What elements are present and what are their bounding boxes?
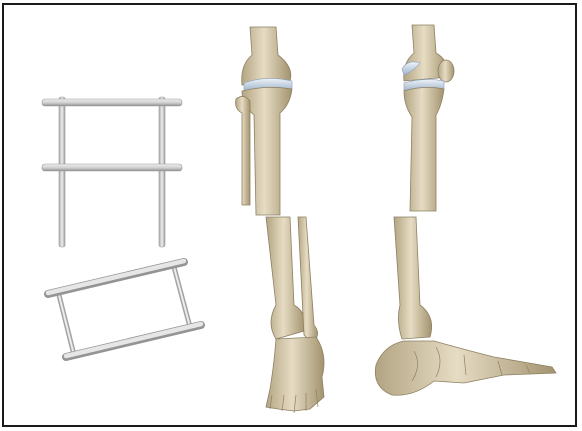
fibula-proximal — [236, 96, 250, 205]
fixator-bar-top — [42, 99, 182, 106]
leg-lateral-view — [375, 25, 556, 395]
foot-lateral — [375, 341, 556, 395]
foot-anterior — [266, 337, 324, 411]
tibia-distal-lateral — [394, 217, 432, 339]
fixator-lower-frame — [48, 261, 201, 357]
patella — [438, 60, 454, 82]
fixator-vertical-pin-left — [59, 97, 65, 247]
figure-frame — [2, 3, 577, 427]
fixator-bar-middle — [42, 164, 182, 171]
figure-canvas — [4, 5, 577, 427]
fixator-upper-frame — [42, 97, 182, 247]
leg-anterior-view — [236, 27, 324, 413]
tibia-proximal-lateral — [404, 87, 444, 211]
fixator-vertical-pin-right — [159, 97, 165, 247]
femur-distal — [242, 27, 291, 85]
